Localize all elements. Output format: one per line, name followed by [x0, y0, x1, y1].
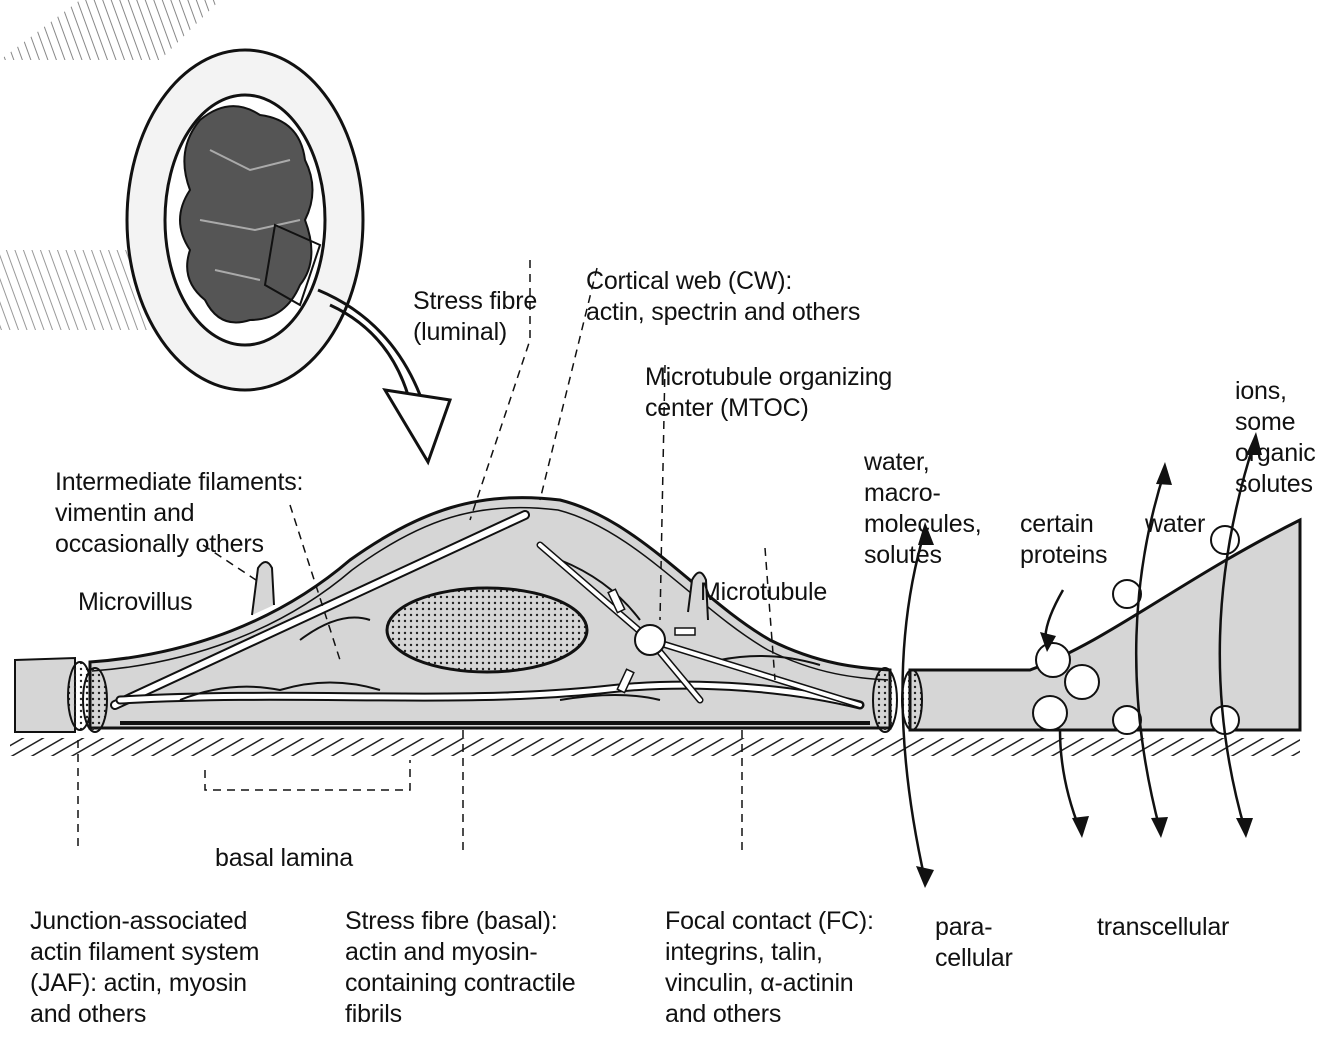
endothelial-cell-diagram: Stress fibre(luminal) Cortical web (CW):…: [0, 0, 1324, 971]
label-microvillus: Microvillus: [78, 525, 192, 649]
label-stress-fibre-luminal: Stress fibre(luminal): [413, 224, 537, 379]
label-water-macromolecules: water,macro-molecules,solutes: [864, 385, 982, 602]
basal-surface: [10, 738, 1300, 756]
label-focal-contact: Focal contact (FC):integrins, talin,vinc…: [665, 844, 874, 1061]
label-microtubule: Microtubule: [700, 515, 827, 639]
left-neighbour-cell: [15, 658, 75, 732]
label-water: water: [1145, 447, 1205, 571]
nucleus: [387, 588, 587, 672]
vessel-cross-section-icon: [0, 0, 363, 390]
label-stress-fibre-basal: Stress fibre (basal):actin and myosin-co…: [345, 844, 575, 1061]
label-paracellular: para-cellular: [935, 850, 1013, 1005]
label-transcellular: transcellular: [1097, 850, 1229, 974]
